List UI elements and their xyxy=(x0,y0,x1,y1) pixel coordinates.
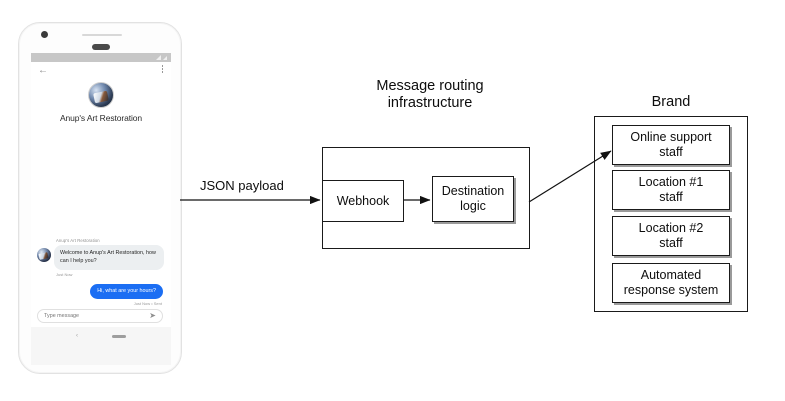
message-outgoing: Hi, what are your hours? Just Now • Sent xyxy=(31,283,171,307)
camera-icon xyxy=(41,31,48,38)
wifi-icon xyxy=(163,56,167,60)
node-automated-response-system-line1: Automated xyxy=(640,268,702,283)
status-bar xyxy=(31,53,171,62)
message-avatar xyxy=(37,248,51,262)
send-icon[interactable]: ➤ xyxy=(149,311,156,320)
message-input[interactable] xyxy=(44,313,134,319)
node-location-2-staff-line1: Location #2 xyxy=(638,221,704,236)
node-online-support-staff[interactable]: Online support staff xyxy=(612,125,730,165)
message-bubble-incoming: Welcome to Anup's Art Restoration, how c… xyxy=(54,245,164,270)
nav-back-icon[interactable]: ‹ xyxy=(76,333,78,339)
android-nav-bar: ‹ xyxy=(31,327,171,345)
routing-title-line2: infrastructure xyxy=(387,95,473,112)
node-destination-logic[interactable]: Destination logic xyxy=(432,176,514,222)
nav-home-pill[interactable] xyxy=(112,334,126,338)
node-location-1-staff-line1: Location #1 xyxy=(638,175,704,190)
message-row: Welcome to Anup's Art Restoration, how c… xyxy=(31,245,171,270)
node-online-support-staff-line2: staff xyxy=(659,145,683,159)
overflow-menu-icon[interactable] xyxy=(161,65,163,73)
node-webhook[interactable]: Webhook xyxy=(322,180,404,222)
node-location-2-staff-line2: staff xyxy=(659,236,683,250)
message-timestamp: Just Now xyxy=(56,271,73,277)
earpiece-icon xyxy=(92,44,110,50)
node-online-support-staff-line1: Online support xyxy=(630,130,712,145)
signal-icon xyxy=(156,55,161,60)
node-location-2-staff[interactable]: Location #2 staff xyxy=(612,216,730,256)
message-sender-label: Anup's Art Restoration xyxy=(56,238,100,243)
message-timestamp: Just Now • Sent xyxy=(133,301,162,307)
phone-screen: ← Anup's Art Restoration Anup's Art Rest… xyxy=(31,53,171,345)
message-bubble-outgoing: Hi, what are your hours? xyxy=(90,283,163,300)
message-composer[interactable]: ➤ xyxy=(37,309,163,323)
node-location-1-staff-line2: staff xyxy=(659,190,683,204)
message-row: Hi, what are your hours? xyxy=(31,283,171,300)
node-destination-logic-line2: logic xyxy=(460,199,486,213)
node-destination-logic-line1: Destination xyxy=(441,184,505,199)
phone-bottom-bezel xyxy=(31,343,171,365)
conversation-header: Anup's Art Restoration xyxy=(31,80,171,123)
top-speaker-slit xyxy=(82,34,122,36)
message-incoming: Anup's Art Restoration Welcome to Anup's… xyxy=(31,238,171,277)
node-location-1-staff[interactable]: Location #1 staff xyxy=(612,170,730,210)
edge-label-json-payload: JSON payload xyxy=(200,178,284,193)
phone-top-bezel xyxy=(19,23,181,51)
brand-title: Brand xyxy=(651,94,691,110)
message-list: Anup's Art Restoration Welcome to Anup's… xyxy=(31,238,171,306)
node-automated-response-system-line2: response system xyxy=(623,283,719,297)
phone-mockup: ← Anup's Art Restoration Anup's Art Rest… xyxy=(18,22,182,374)
back-arrow-icon[interactable]: ← xyxy=(38,65,48,76)
node-automated-response-system[interactable]: Automated response system xyxy=(612,263,730,303)
brand-avatar xyxy=(88,82,114,108)
routing-title: Message routing infrastructure xyxy=(330,78,530,113)
routing-title-line1: Message routing xyxy=(376,78,484,94)
status-bar-icons xyxy=(156,55,167,60)
app-bar: ← xyxy=(31,62,171,80)
brand-name: Anup's Art Restoration xyxy=(59,113,143,123)
